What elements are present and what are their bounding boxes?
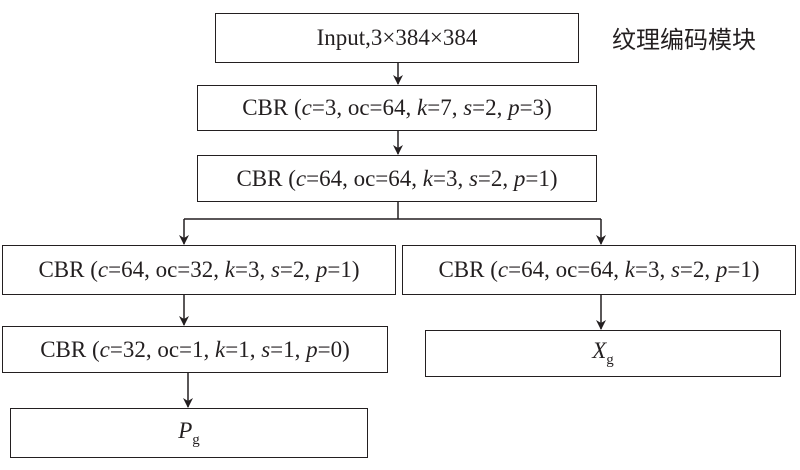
input-node: Input,3×384×384 <box>215 13 579 63</box>
cbr-left2-label: CBR (c=32, oc=1, k=1, s=1, p=0) <box>40 336 350 362</box>
pg-output-node: Pg <box>10 408 368 458</box>
cbr-right-label: CBR (c=64, oc=64, k=3, s=2, p=1) <box>438 257 760 282</box>
diagram-title: 纹理编码模块 <box>612 26 756 54</box>
cbr-left2-node: CBR (c=32, oc=1, k=1, s=1, p=0) <box>2 326 388 373</box>
input-node-label: Input,3×384×384 <box>316 25 478 50</box>
cbr2-node: CBR (c=64, oc=64, k=3, s=2, p=1) <box>197 155 597 202</box>
cbr1-node: CBR (c=3, oc=64, k=7, s=2, p=3) <box>197 85 597 131</box>
cbr-right-node: CBR (c=64, oc=64, k=3, s=2, p=1) <box>402 245 796 295</box>
pg-label: Pg <box>178 417 200 448</box>
cbr-left-label: CBR (c=64, oc=32, k=3, s=2, p=1) <box>38 257 360 282</box>
cbr2-label: CBR (c=64, oc=64, k=3, s=2, p=1) <box>236 165 558 191</box>
xg-output-node: Xg <box>425 330 781 377</box>
cbr-left-node: CBR (c=64, oc=32, k=3, s=2, p=1) <box>2 245 396 295</box>
xg-label: Xg <box>592 338 614 368</box>
cbr1-label: CBR (c=3, oc=64, k=7, s=2, p=3) <box>242 95 552 120</box>
